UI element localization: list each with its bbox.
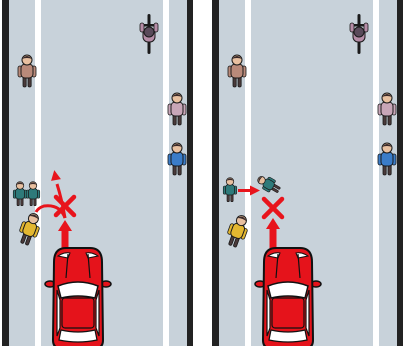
torso (171, 102, 183, 116)
left-edge-line (35, 0, 41, 346)
windshield (58, 282, 98, 298)
handlebar (143, 24, 155, 27)
car-icon (255, 248, 321, 346)
torso (16, 189, 25, 200)
left-curb (2, 0, 9, 346)
helmet (354, 27, 364, 37)
torso (231, 64, 243, 78)
torso (381, 102, 393, 116)
arm (140, 23, 144, 32)
car-icon (45, 248, 111, 346)
torso (29, 189, 38, 200)
arm (364, 23, 368, 32)
rear-window (59, 330, 97, 342)
arrow-icon (238, 189, 252, 192)
side-window (267, 290, 270, 336)
torso (171, 152, 183, 166)
left-edge-line (245, 0, 251, 346)
side-window (96, 290, 99, 336)
torso (381, 152, 393, 166)
side-window (306, 290, 309, 336)
arm (154, 23, 158, 32)
helmet (144, 27, 154, 37)
panel-right (212, 0, 403, 346)
panel-left (2, 0, 193, 346)
right-curb (187, 0, 193, 346)
right-edge-line (373, 0, 379, 346)
left-curb (212, 0, 219, 346)
torso (226, 185, 235, 196)
side-window (57, 290, 60, 336)
right-edge-line (163, 0, 169, 346)
right-curb (397, 0, 403, 346)
arm (350, 23, 354, 32)
handlebar (353, 24, 365, 27)
rear-window (269, 330, 307, 342)
roof (62, 298, 94, 328)
roof (272, 298, 304, 328)
windshield (268, 282, 308, 298)
torso (21, 64, 33, 78)
